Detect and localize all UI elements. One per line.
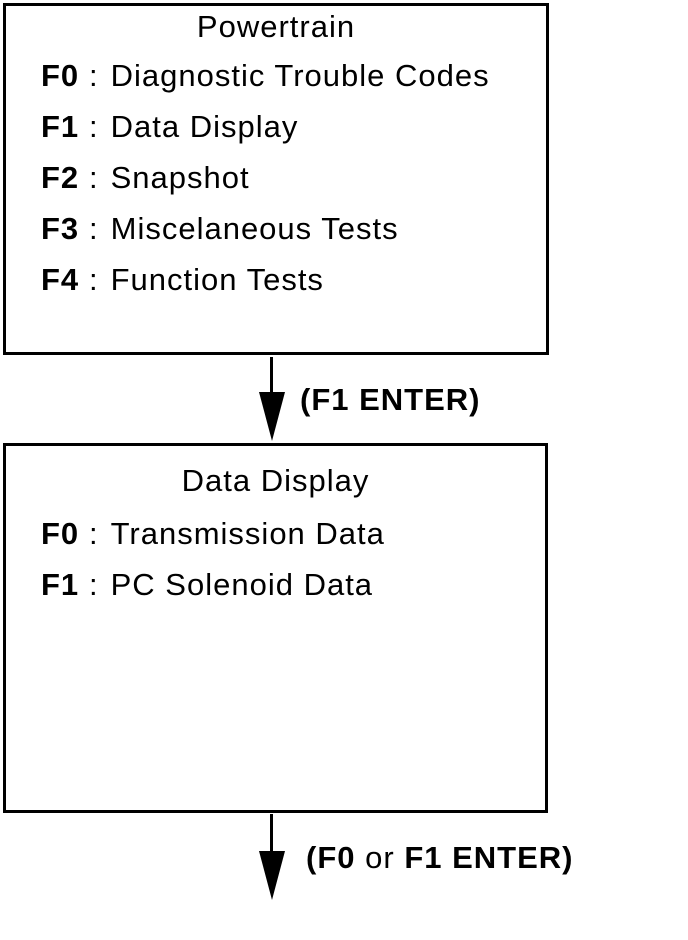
menu-item-label: Snapshot <box>110 160 250 195</box>
transition-label-segment: F1 ENTER) <box>394 840 574 875</box>
menu-item: F2: Snapshot <box>41 152 546 203</box>
menu-list: F0: Transmission Data F1: PC Solenoid Data <box>6 508 545 610</box>
menu-item-label: Diagnostic Trouble Codes <box>110 58 490 93</box>
transition-label-segment: (F0 <box>306 840 366 875</box>
arrow-down-icon <box>259 357 285 441</box>
menu-item: F1: Data Display <box>41 101 546 152</box>
transition-label: (F0 or F1 ENTER) <box>306 840 574 876</box>
menu-item-label: Transmission Data <box>110 516 385 551</box>
transition-label-segment: or <box>365 840 395 875</box>
transition-label: (F1 ENTER) <box>300 382 481 418</box>
menu-box-powertrain: Powertrain F0: Diagnostic Trouble Codes F… <box>3 3 549 355</box>
arrow-down-icon <box>259 814 285 902</box>
menu-item-colon: : <box>89 516 99 551</box>
menu-box-data-display: Data Display F0: Transmission Data F1: PC … <box>3 443 548 813</box>
menu-box-title: Data Display <box>181 463 370 498</box>
menu-item-key: F0 <box>41 58 80 93</box>
menu-item-key: F4 <box>41 262 80 297</box>
menu-item-label: Function Tests <box>110 262 324 297</box>
menu-item-key: F1 <box>41 109 80 144</box>
arrow-head <box>259 392 285 441</box>
arrow-stem <box>270 814 273 853</box>
menu-box-title: Powertrain <box>196 9 356 44</box>
menu-list: F0: Diagnostic Trouble Codes F1: Data Disp… <box>6 50 546 305</box>
menu-item-key: F0 <box>41 516 80 551</box>
menu-item-label: Data Display <box>110 109 299 144</box>
menu-item: F3: Miscelaneous Tests <box>41 203 546 254</box>
menu-item-label: Miscelaneous Tests <box>110 211 399 246</box>
menu-item-label: PC Solenoid Data <box>110 567 374 602</box>
menu-item-colon: : <box>89 58 99 93</box>
arrow-stem <box>270 357 273 394</box>
menu-item-key: F3 <box>41 211 80 246</box>
menu-item: F0: Diagnostic Trouble Codes <box>41 50 546 101</box>
menu-item: F4: Function Tests <box>41 254 546 305</box>
menu-item-colon: : <box>89 109 99 144</box>
transition-label-segment: (F1 ENTER) <box>300 382 481 417</box>
menu-item-key: F2 <box>41 160 80 195</box>
menu-item: F0: Transmission Data <box>41 508 545 559</box>
menu-item: F1: PC Solenoid Data <box>41 559 545 610</box>
menu-item-colon: : <box>89 160 99 195</box>
menu-item-key: F1 <box>41 567 80 602</box>
menu-item-colon: : <box>89 211 99 246</box>
menu-item-colon: : <box>89 262 99 297</box>
menu-item-colon: : <box>89 567 99 602</box>
arrow-head <box>259 851 285 900</box>
